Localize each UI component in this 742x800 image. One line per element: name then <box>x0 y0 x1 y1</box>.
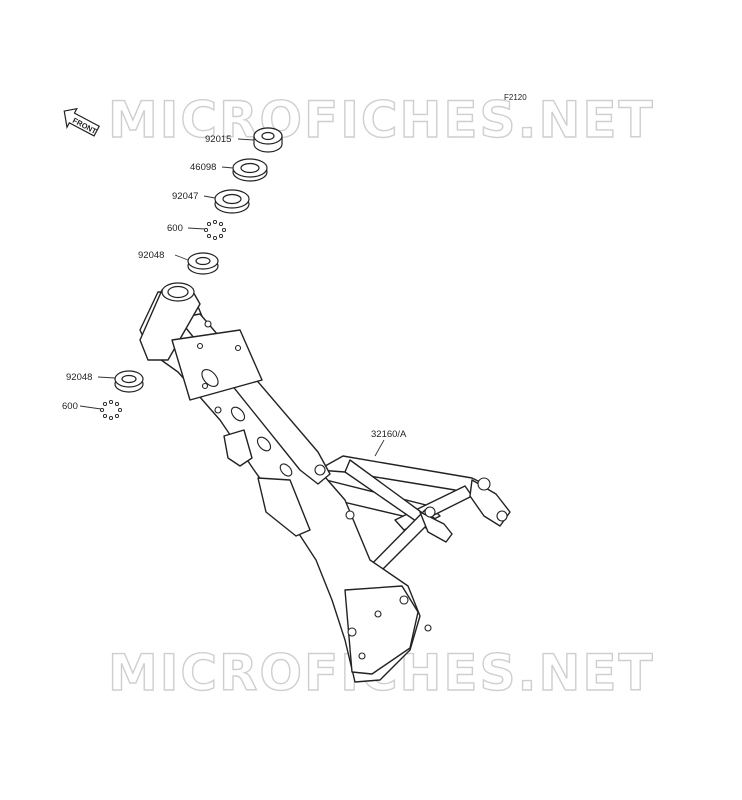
figure-code: F2120 <box>504 93 527 102</box>
part-92047-bearing[interactable] <box>214 189 250 214</box>
watermark-top: MICROFICHES.NET <box>108 91 655 149</box>
leader-32160 <box>374 439 385 457</box>
leader-92048-lower <box>97 376 116 379</box>
label-92048-upper[interactable]: 92048 <box>138 250 164 261</box>
part-600-balls-top[interactable] <box>203 219 227 241</box>
leader-46098 <box>221 166 234 169</box>
part-92048-upper-race[interactable] <box>187 252 219 275</box>
label-92047[interactable]: 92047 <box>172 191 198 202</box>
leader-600-top <box>187 227 206 230</box>
label-92015[interactable]: 92015 <box>205 134 231 145</box>
leader-92015 <box>237 138 255 141</box>
front-arrow-icon: FRONT <box>63 107 101 137</box>
leader-92048-upper <box>174 254 189 261</box>
label-92048-lower[interactable]: 92048 <box>66 372 92 383</box>
label-32160[interactable]: 32160/A <box>371 429 407 440</box>
label-600-bottom[interactable]: 600 <box>62 401 78 412</box>
part-600-balls-bottom[interactable] <box>99 399 123 421</box>
leader-92047 <box>203 195 216 199</box>
leader-600-bottom <box>79 405 102 410</box>
part-92048-lower-race[interactable] <box>114 370 144 393</box>
part-32160-frame[interactable] <box>139 282 511 683</box>
part-92015-nut[interactable] <box>253 127 283 153</box>
label-600-top[interactable]: 600 <box>167 223 183 234</box>
label-46098[interactable]: 46098 <box>190 162 216 173</box>
part-46098-washer[interactable] <box>232 158 268 182</box>
